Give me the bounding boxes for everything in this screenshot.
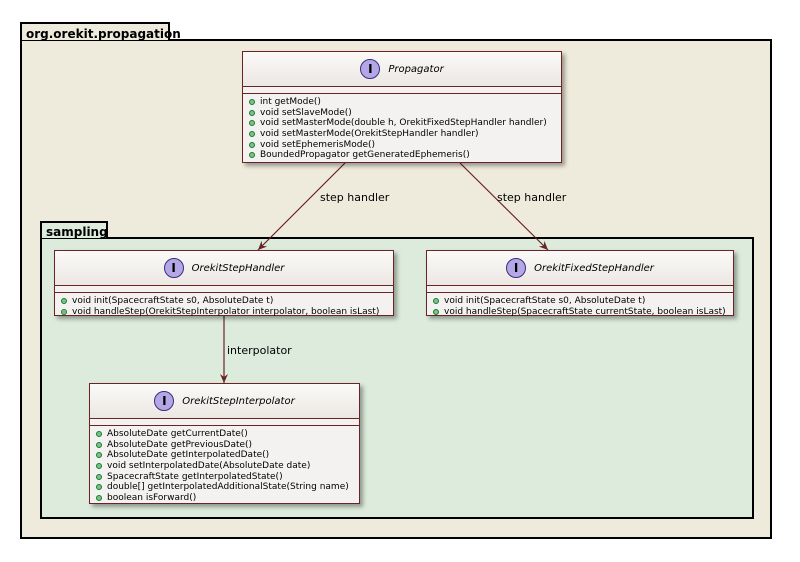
arrow-propagator-to-fixed-step-handler [459, 162, 549, 251]
method-signature: int getMode() [260, 97, 321, 108]
class-header: I OrekitStepHandler [55, 251, 393, 286]
method-signature: AbsoluteDate getInterpolatedDate() [107, 450, 270, 461]
relation-label-interpolator: interpolator [227, 344, 292, 357]
package-label-sampling: sampling [40, 221, 108, 239]
class-header: I OrekitStepInterpolator [90, 384, 359, 419]
method-row: void setEphemerisMode() [249, 139, 555, 150]
class-header: I Propagator [243, 52, 561, 87]
public-method-icon [249, 141, 255, 148]
public-method-icon [96, 463, 102, 470]
public-method-icon [96, 473, 102, 480]
interface-badge-icon: I [360, 59, 381, 79]
methods-compartment: int getMode() void setSlaveMode() void s… [243, 94, 561, 165]
public-method-icon [61, 308, 67, 315]
method-signature: void handleStep(OrekitStepInterpolator i… [72, 306, 380, 317]
public-method-icon [96, 441, 102, 448]
method-signature: boolean isForward() [107, 492, 197, 503]
public-method-icon [96, 484, 102, 491]
method-row: BoundedPropagator getGeneratedEphemeris(… [249, 150, 555, 161]
method-row: int getMode() [249, 97, 555, 108]
method-row: void init(SpacecraftState s0, AbsoluteDa… [433, 296, 727, 307]
method-row: void setMasterMode(OrekitStepHandler han… [249, 129, 555, 140]
method-signature: void setInterpolatedDate(AbsoluteDate da… [107, 461, 311, 472]
methods-compartment: void init(SpacecraftState s0, AbsoluteDa… [427, 293, 733, 321]
method-row: AbsoluteDate getInterpolatedDate() [96, 450, 353, 461]
method-row: AbsoluteDate getPreviousDate() [96, 440, 353, 451]
package-label: org.orekit.propagation [20, 22, 181, 41]
public-method-icon [249, 131, 255, 138]
public-method-icon [433, 308, 439, 315]
public-method-icon [96, 494, 102, 501]
method-signature: void setSlaveMode() [260, 107, 352, 118]
method-signature: AbsoluteDate getPreviousDate() [107, 439, 253, 450]
method-row: boolean isForward() [96, 493, 353, 504]
public-method-icon [249, 109, 255, 116]
class-name: OrekitFixedStepHandler [534, 262, 654, 274]
method-signature: SpacecraftState getInterpolatedState() [107, 471, 283, 482]
method-signature: void setMasterMode(OrekitStepHandler han… [260, 129, 479, 140]
class-orekit-step-handler[interactable]: I OrekitStepHandler void init(Spacecraft… [54, 250, 394, 317]
attributes-compartment [243, 87, 561, 94]
method-signature: void init(SpacecraftState s0, AbsoluteDa… [72, 296, 274, 307]
method-row: void init(SpacecraftState s0, AbsoluteDa… [61, 296, 387, 307]
interface-badge-icon: I [506, 258, 527, 278]
attributes-compartment [55, 286, 393, 293]
relation-label-step-handler-right: step handler [497, 191, 567, 204]
method-signature: void setEphemerisMode() [260, 139, 376, 150]
public-method-icon [433, 298, 439, 305]
class-orekit-step-interpolator[interactable]: I OrekitStepInterpolator AbsoluteDate ge… [89, 383, 360, 504]
public-method-icon [61, 298, 67, 305]
class-header: I OrekitFixedStepHandler [427, 251, 733, 286]
method-signature: AbsoluteDate getCurrentDate() [107, 429, 248, 440]
interface-badge-icon: I [163, 258, 184, 278]
public-method-icon [249, 99, 255, 106]
public-method-icon [96, 431, 102, 438]
attributes-compartment [90, 419, 359, 426]
method-signature: void setMasterMode(double h, OrekitFixed… [260, 118, 547, 129]
method-signature: void handleStep(SpacecraftState currentS… [444, 306, 726, 317]
method-row: AbsoluteDate getCurrentDate() [96, 429, 353, 440]
class-name: Propagator [388, 63, 444, 75]
class-name: OrekitStepInterpolator [182, 395, 295, 407]
class-orekit-fixed-step-handler[interactable]: I OrekitFixedStepHandler void init(Space… [426, 250, 734, 317]
method-signature: BoundedPropagator getGeneratedEphemeris(… [260, 150, 470, 161]
interface-badge-icon: I [154, 391, 175, 411]
method-signature: double[] getInterpolatedAdditionalState(… [107, 482, 349, 493]
arrow-propagator-to-step-handler [257, 162, 346, 251]
method-row: void setMasterMode(double h, OrekitFixed… [249, 118, 555, 129]
public-method-icon [249, 120, 255, 127]
public-method-icon [249, 152, 255, 159]
methods-compartment: AbsoluteDate getCurrentDate() AbsoluteDa… [90, 426, 359, 507]
class-name: OrekitStepHandler [191, 262, 285, 274]
class-propagator[interactable]: I Propagator int getMode() void setSlave… [242, 51, 562, 163]
methods-compartment: void init(SpacecraftState s0, AbsoluteDa… [55, 293, 393, 321]
method-row: double[] getInterpolatedAdditionalState(… [96, 482, 353, 493]
relation-label-step-handler-left: step handler [320, 191, 390, 204]
method-signature: void init(SpacecraftState s0, AbsoluteDa… [444, 296, 646, 307]
method-row: void setSlaveMode() [249, 108, 555, 119]
method-row: SpacecraftState getInterpolatedState() [96, 471, 353, 482]
public-method-icon [96, 452, 102, 459]
method-row: void handleStep(SpacecraftState currentS… [433, 307, 727, 318]
method-row: void setInterpolatedDate(AbsoluteDate da… [96, 461, 353, 472]
attributes-compartment [427, 286, 733, 293]
method-row: void handleStep(OrekitStepInterpolator i… [61, 307, 387, 318]
